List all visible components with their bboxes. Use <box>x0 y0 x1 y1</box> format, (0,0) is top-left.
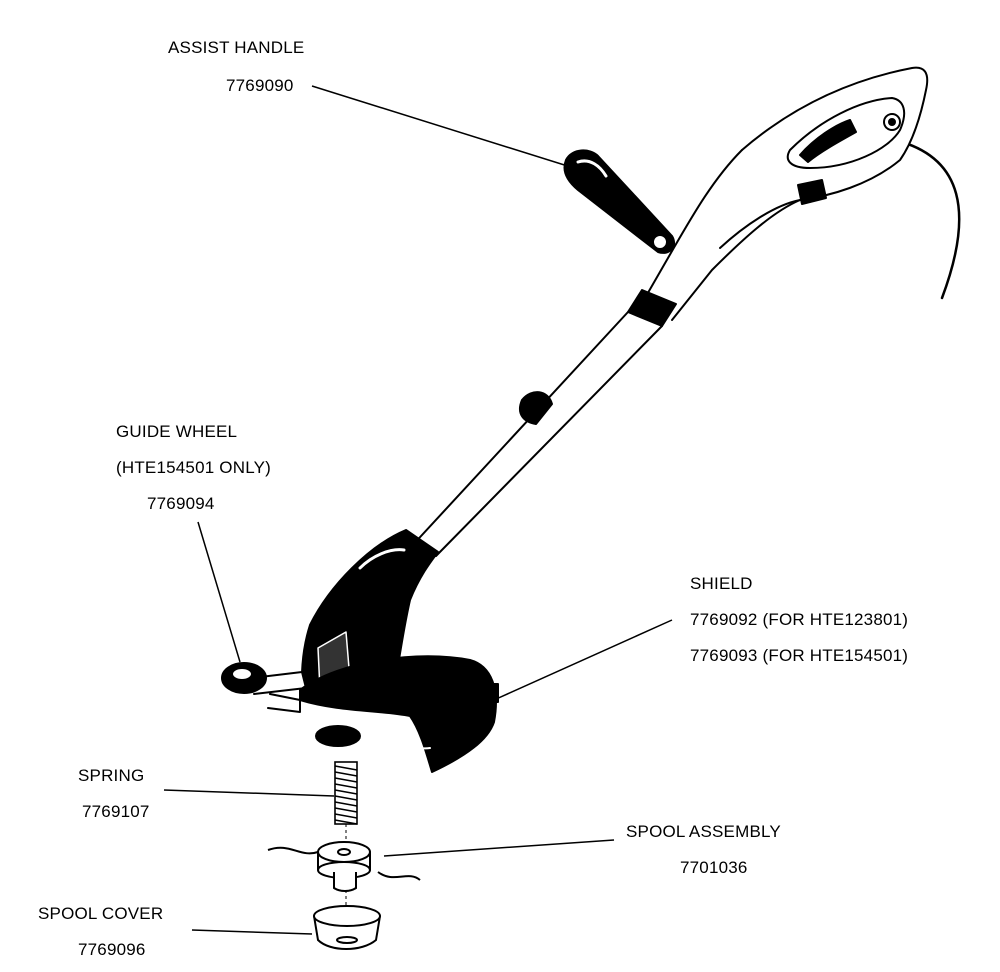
shaft-knob <box>518 391 553 425</box>
guide-wheel-part <box>221 662 267 694</box>
spool-assembly-part <box>267 841 421 892</box>
spring-name: SPRING <box>78 766 145 785</box>
spring-number: 7769107 <box>82 802 150 821</box>
trigger-icon <box>799 119 857 163</box>
leader-shield <box>493 619 673 701</box>
spool-assembly-name: SPOOL ASSEMBLY <box>626 822 781 841</box>
shield-number-1: 7769092 (FOR HTE123801) <box>690 610 909 629</box>
leader-spool-cover <box>191 929 313 935</box>
spool-assembly-number: 7701036 <box>680 858 748 877</box>
shield-number-2: 7769093 (FOR HTE154501) <box>690 646 909 665</box>
shaft-collar <box>627 289 677 327</box>
leader-spool-assembly <box>383 839 615 857</box>
leader-spring <box>163 789 335 797</box>
spring-part <box>334 761 358 825</box>
shield-name: SHIELD <box>690 574 753 593</box>
shield-part <box>299 655 497 773</box>
lower-shaft <box>409 311 663 557</box>
guide-wheel-number: 7769094 <box>147 494 215 513</box>
leader-guide-wheel <box>197 521 241 663</box>
spool-cover-part <box>313 905 381 950</box>
spool-cover-number: 7769096 <box>78 940 146 959</box>
guide-wheel-name: GUIDE WHEEL <box>116 422 238 441</box>
upper-shaft <box>644 149 801 321</box>
assist-handle-name: ASSIST HANDLE <box>168 38 305 57</box>
assist-handle-part <box>563 149 676 254</box>
guide-wheel-note: (HTE154501 ONLY) <box>116 458 272 477</box>
spool-cover-name: SPOOL COVER <box>38 904 164 923</box>
power-cord <box>900 140 961 300</box>
leader-lines <box>163 85 673 935</box>
leader-assist-handle <box>311 85 575 169</box>
assist-handle-number: 7769090 <box>226 76 294 95</box>
